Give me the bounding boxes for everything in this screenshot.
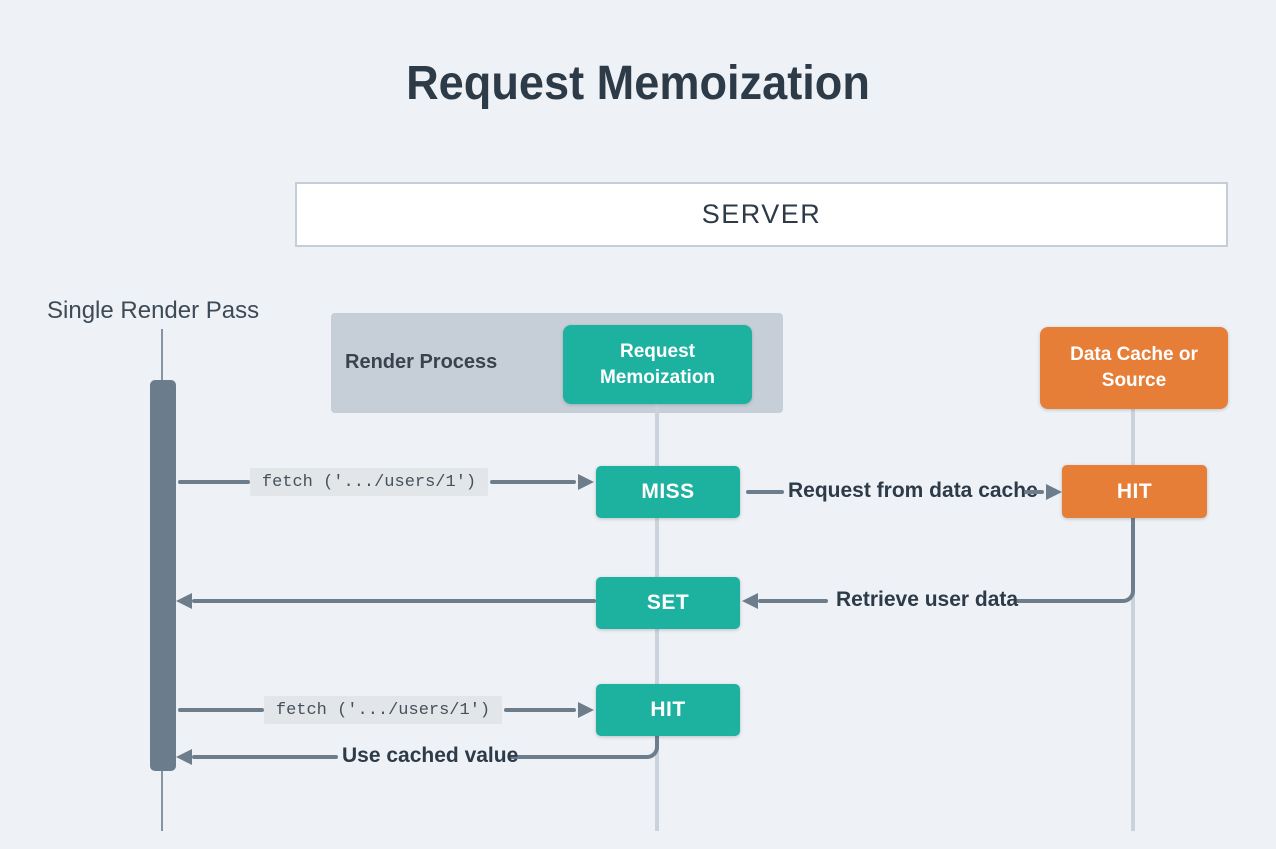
arrowhead-into-miss: [578, 474, 594, 490]
use-cached-value-label: Use cached value: [342, 744, 519, 767]
render-pass-label: Single Render Pass: [47, 297, 260, 324]
request-memoization-node: Request Memoization: [563, 325, 752, 404]
arrow-fetch2-segment: [178, 708, 264, 712]
render-pass-lifeline-bottom: [161, 771, 163, 831]
arrow-request-segment: [746, 490, 784, 494]
arrow-fetch1-segment2: [490, 480, 576, 484]
render-pass-lifeline-top: [161, 329, 163, 380]
arrow-set-to-pass: [192, 599, 596, 603]
activation-bar: [150, 380, 176, 771]
render-process-label: Render Process: [345, 351, 498, 373]
fetch-call-2-label: fetch ('.../users/1'): [264, 696, 502, 724]
server-band: SERVER: [295, 182, 1228, 247]
data-cache-lifeline: [1131, 409, 1135, 831]
arrow-fetch2-segment2: [504, 708, 576, 712]
memo-hit-node: HIT: [596, 684, 740, 736]
miss-node: MISS: [596, 466, 740, 518]
retrieve-user-data-label: Retrieve user data: [836, 588, 1019, 611]
retrieve-connector-corner: [1015, 518, 1135, 603]
fetch-call-1-label: fetch ('.../users/1'): [250, 468, 488, 496]
arrowhead-into-render-pass: [176, 593, 192, 609]
set-node: SET: [596, 577, 740, 629]
diagram-title: Request Memoization: [406, 57, 870, 110]
request-from-cache-label: Request from data cache: [788, 479, 1038, 502]
arrow-fetch1-segment: [178, 480, 250, 484]
arrow-use-cached-segment: [192, 755, 338, 759]
arrow-request-segment2: [1024, 490, 1044, 494]
data-cache-node: Data Cache or Source: [1040, 327, 1228, 409]
arrow-retrieve-segment: [758, 599, 828, 603]
cache-hit-node: HIT: [1062, 465, 1207, 518]
arrowhead-into-cache-hit: [1046, 484, 1062, 500]
use-cached-connector-corner: [508, 736, 659, 759]
arrowhead-use-cached: [176, 749, 192, 765]
arrowhead-into-memo-hit: [578, 702, 594, 718]
server-label: SERVER: [701, 199, 822, 229]
arrowhead-into-set: [742, 593, 758, 609]
